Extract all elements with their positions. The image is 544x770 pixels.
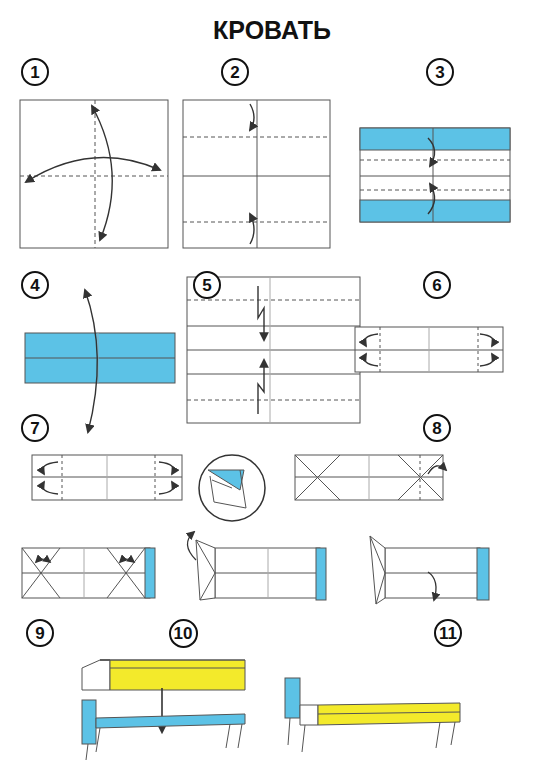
step-label: 1 (30, 64, 39, 81)
step-number: 1 (21, 58, 49, 86)
step-number: 11 (434, 619, 462, 647)
step-number: 3 (426, 58, 454, 86)
step-number: 8 (423, 414, 451, 442)
step-label: 7 (30, 420, 39, 437)
step-label: 10 (174, 625, 193, 642)
step-number: 10 (169, 619, 198, 648)
step-label: 5 (202, 277, 211, 294)
title: КРОВАТЬ (213, 16, 331, 45)
step-number: 2 (221, 58, 249, 86)
step-number: 9 (26, 619, 54, 647)
step-number: 7 (21, 414, 49, 442)
step-label: 11 (439, 625, 457, 642)
step-number: 6 (423, 271, 451, 299)
step-label: 8 (432, 420, 441, 437)
step-label: 9 (35, 625, 44, 642)
step-number: 5 (193, 271, 221, 299)
step-label: 3 (435, 64, 444, 81)
step-label: 4 (30, 277, 39, 294)
step-label: 2 (230, 64, 239, 81)
step-label: 6 (432, 277, 441, 294)
step-number: 4 (21, 271, 49, 299)
